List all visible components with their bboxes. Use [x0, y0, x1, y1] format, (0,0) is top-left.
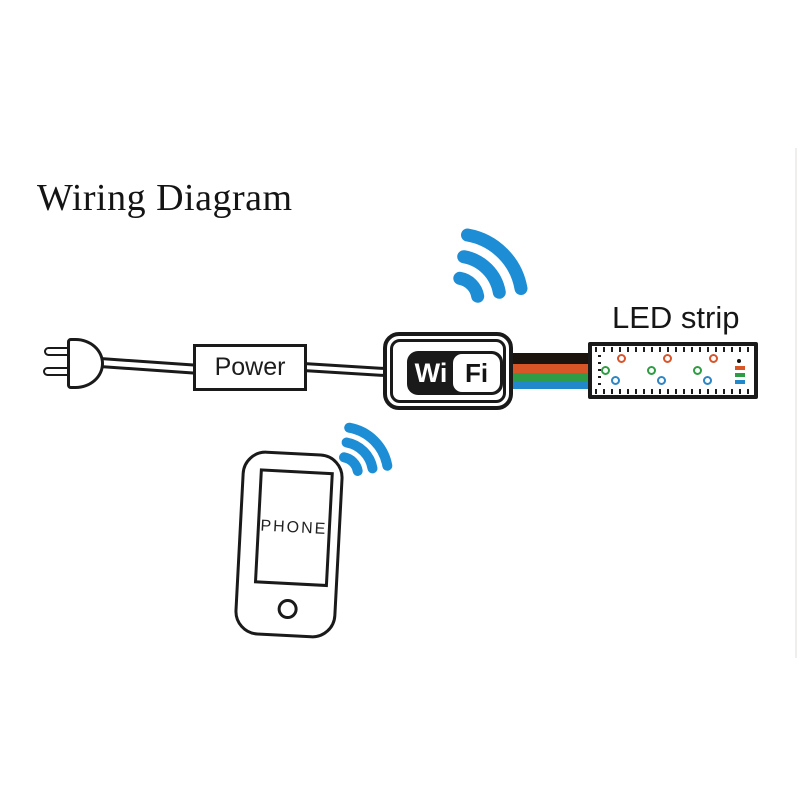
- led-green: [693, 366, 702, 375]
- power-supply-box: Power: [193, 344, 307, 391]
- wire-red: [509, 364, 593, 373]
- power-plug: [42, 336, 114, 396]
- led-strip: [588, 342, 758, 399]
- plug-to-power-cable: [99, 357, 198, 375]
- indicator-dot: [451, 390, 456, 395]
- led-red: [663, 354, 672, 363]
- strip-pad-red: [735, 366, 745, 370]
- wire-black: [509, 353, 593, 364]
- phone: PHONE: [233, 449, 345, 640]
- strip-pad-blue: [735, 380, 745, 384]
- plug-body: [67, 338, 104, 389]
- power-supply-label: Power: [214, 353, 286, 381]
- phone-label: PHONE: [260, 516, 328, 538]
- led-red: [617, 354, 626, 363]
- strip-solder-pads-left: [598, 355, 601, 388]
- led-blue: [703, 376, 712, 385]
- strip-pad-black: [737, 359, 741, 363]
- diagram-title: Wiring Diagram: [37, 177, 293, 219]
- wifi-arc-outer: [344, 422, 393, 471]
- led-green: [647, 366, 656, 375]
- strip-perforation-bottom: [595, 389, 751, 394]
- wire-green: [509, 373, 593, 381]
- phone-wifi-signal-icon: [339, 422, 393, 476]
- wifi-arc-inner: [453, 271, 485, 303]
- led-strip-label: LED strip: [612, 300, 740, 335]
- wifi-logo-fi: Fi: [453, 354, 500, 392]
- image-edge-artifact: [795, 148, 797, 658]
- wifi-arc-inner: [339, 452, 363, 476]
- strip-perforation-top: [595, 347, 751, 352]
- led-cluster: [644, 351, 680, 391]
- wifi-controller-inner-outline: Wi Fi: [390, 339, 506, 403]
- wire-blue: [509, 381, 593, 389]
- led-red: [709, 354, 718, 363]
- led-cluster: [598, 351, 634, 391]
- wifi-arc-middle: [341, 437, 378, 474]
- wifi-arc-middle: [457, 250, 506, 299]
- wifi-arc-outer: [461, 228, 528, 295]
- wifi-controller: Wi Fi: [383, 332, 513, 410]
- strip-pad-green: [735, 373, 745, 377]
- led-cluster: [690, 351, 726, 391]
- wifi-logo-wi: Wi: [414, 357, 448, 388]
- wifi-signal-icon: [453, 228, 528, 303]
- rgb-wire-ribbon: [509, 353, 593, 389]
- led-blue: [657, 376, 666, 385]
- led-blue: [611, 376, 620, 385]
- wifi-logo: Wi Fi: [407, 351, 503, 395]
- phone-screen: PHONE: [253, 468, 334, 588]
- led-green: [601, 366, 610, 375]
- power-to-controller-cable: [302, 362, 396, 378]
